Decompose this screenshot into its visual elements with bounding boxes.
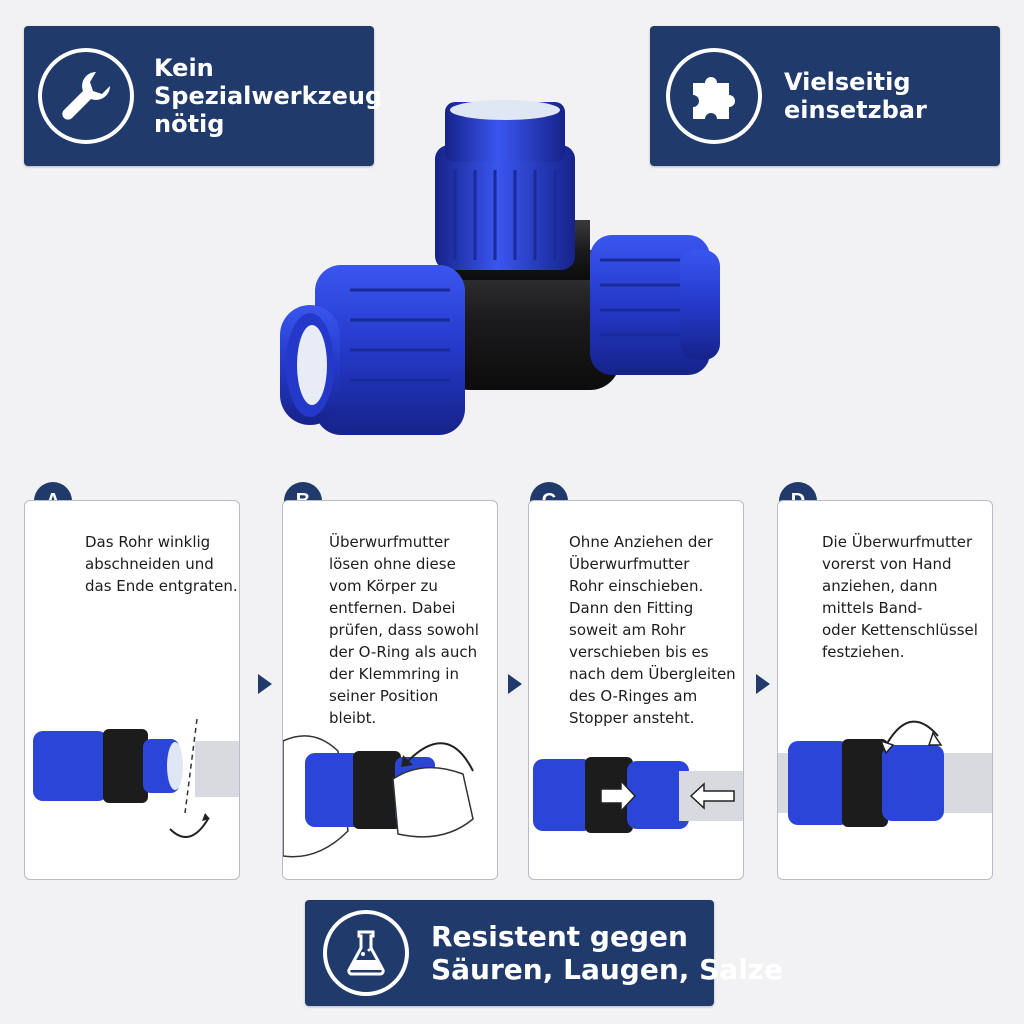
- step-a-illustration: [33, 718, 239, 838]
- step-b-line: der Klemmring in: [329, 665, 459, 683]
- step-card-b: Überwurfmutter lösen ohne diese vom Körp…: [282, 500, 498, 880]
- badge-tool-line2: Spezialwerkzeug: [154, 81, 383, 110]
- step-a-line: Das Rohr winklig: [85, 533, 211, 551]
- step-card-a: Das Rohr winklig abschneiden und das End…: [24, 500, 240, 880]
- tee-fitting-image: [280, 100, 720, 435]
- chevron-right-icon: [756, 674, 770, 694]
- step-a-line: das Ende entgraten.: [85, 577, 238, 595]
- step-c-line: nach dem Übergleiten: [569, 665, 736, 683]
- badge-resistant-line1: Resistent gegen: [431, 919, 688, 953]
- step-c-line: Ohne Anziehen der: [569, 533, 713, 551]
- step-c-line: Dann den Fitting: [569, 599, 694, 617]
- badge-no-special-tool-text: Kein Spezialwerkzeug nötig: [154, 54, 382, 139]
- step-a-text: Das Rohr winklig abschneiden und das End…: [85, 531, 238, 597]
- step-c-line: Überwurfmutter: [569, 555, 690, 573]
- step-c-line: Rohr einschieben.: [569, 577, 704, 595]
- step-card-d: Die Überwurfmutter vorerst von Hand anzi…: [777, 500, 993, 880]
- step-d-line: Die Überwurfmutter: [822, 533, 973, 551]
- step-b-line: prüfen, dass sowohl: [329, 621, 479, 639]
- badge-versatile-line2: einsetzbar: [784, 96, 927, 124]
- badge-tool-line3: nötig: [154, 110, 225, 139]
- step-b-line: Überwurfmutter: [329, 533, 450, 551]
- badge-versatile-line1: Vielseitig: [784, 67, 911, 96]
- step-d-illustration: [778, 720, 992, 827]
- step-d-line: mittels Band-: [822, 599, 923, 617]
- step-b-line: der O-Ring als auch: [329, 643, 478, 661]
- step-b-illustration: [283, 735, 474, 858]
- step-a-line: abschneiden und: [85, 555, 214, 573]
- chevron-right-icon: [258, 674, 272, 694]
- step-d-line: vorerst von Hand: [822, 555, 952, 573]
- step-d-line: anziehen, dann: [822, 577, 938, 595]
- step-card-c: Ohne Anziehen der Überwurfmutter Rohr ei…: [528, 500, 744, 880]
- flask-icon: [323, 910, 409, 996]
- step-c-line: des O-Ringes am: [569, 687, 698, 705]
- step-d-line: oder Kettenschlüssel: [822, 621, 978, 639]
- badge-versatile-text: Vielseitig einsetzbar: [784, 68, 927, 125]
- step-b-line: seiner Position: [329, 687, 439, 705]
- step-c-line: Stopper ansteht.: [569, 709, 695, 727]
- badge-no-special-tool: Kein Spezialwerkzeug nötig: [24, 26, 382, 166]
- badge-tool-line1: Kein: [154, 53, 214, 82]
- step-c-illustration: [533, 757, 743, 833]
- step-c-line: soweit am Rohr: [569, 621, 686, 639]
- step-d-text: Die Überwurfmutter vorerst von Hand anzi…: [822, 531, 978, 663]
- step-d-line: festziehen.: [822, 643, 905, 661]
- badge-resistant-text: Resistent gegen Säuren, Laugen, Salze: [431, 920, 783, 986]
- wrench-icon: [38, 48, 134, 144]
- badge-versatile: Vielseitig einsetzbar: [650, 26, 1000, 166]
- step-c-text: Ohne Anziehen der Überwurfmutter Rohr ei…: [569, 531, 736, 729]
- step-b-text: Überwurfmutter lösen ohne diese vom Körp…: [329, 531, 479, 729]
- puzzle-icon: [666, 48, 762, 144]
- chevron-right-icon: [508, 674, 522, 694]
- step-b-line: vom Körper zu: [329, 577, 438, 595]
- step-b-line: bleibt.: [329, 709, 377, 727]
- badge-resistant-line2: Säuren, Laugen, Salze: [431, 953, 784, 986]
- badge-resistant: Resistent gegen Säuren, Laugen, Salze: [305, 900, 783, 1006]
- step-b-line: lösen ohne diese: [329, 555, 456, 573]
- step-c-line: verschieben bis es: [569, 643, 709, 661]
- step-b-line: entfernen. Dabei: [329, 599, 456, 617]
